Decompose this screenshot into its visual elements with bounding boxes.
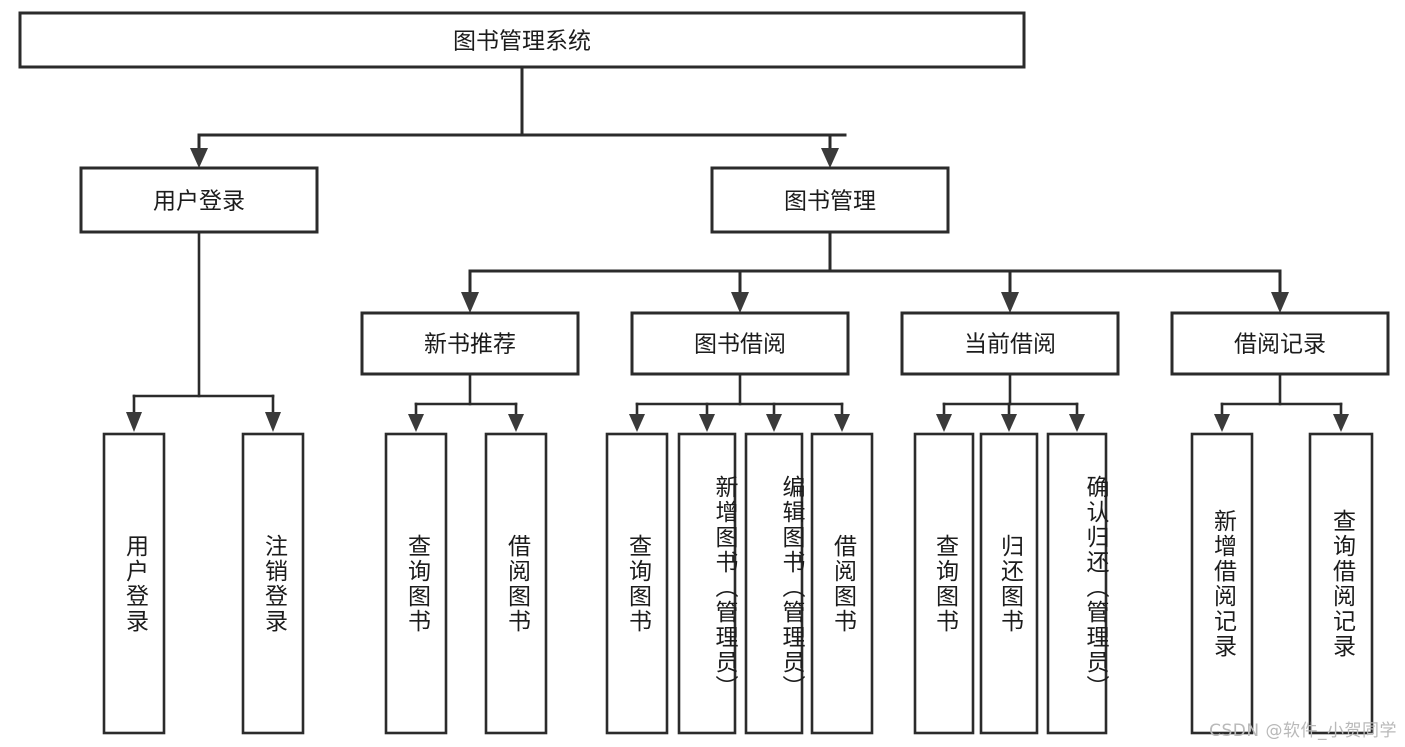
node-book-manage-box xyxy=(710,166,950,234)
arrow-head-book-manage xyxy=(821,148,839,168)
node-borrow-records-label: 借阅记录 xyxy=(1234,332,1326,358)
arrow-head-user-login xyxy=(190,148,208,168)
node-new-book-recommend-box xyxy=(360,311,580,376)
connector-group-new-book-recommend xyxy=(408,372,524,432)
connector-group-current-borrow xyxy=(936,372,1085,432)
node-leaf-query-book-borrow-box[interactable] xyxy=(605,432,669,735)
arrow-head-leaf-query-book-rec xyxy=(408,414,424,432)
node-new-book-recommend-label: 新书推荐 xyxy=(424,332,516,358)
node-leaf-logout-box[interactable] xyxy=(241,432,305,735)
connector-group-book-borrow xyxy=(629,372,850,432)
connector-group-book-manage xyxy=(461,230,1289,313)
node-user-login-box xyxy=(79,166,319,234)
arrow-head-borrow-records xyxy=(1271,292,1289,313)
node-leaf-return-book-box[interactable] xyxy=(979,432,1039,735)
arrow-head-leaf-borrow-book-rec xyxy=(508,414,524,432)
node-leaf-query-book-cur-box[interactable] xyxy=(913,432,975,735)
node-leaf-edit-book-box[interactable] xyxy=(744,432,804,735)
node-user-login[interactable]: 用户登录 xyxy=(79,166,319,234)
arrow-head-leaf-query-book-borrow xyxy=(629,414,645,432)
connector-group-root xyxy=(190,65,847,168)
node-borrow-records[interactable]: 借阅记录 xyxy=(1170,311,1390,376)
arrow-head-book-borrow xyxy=(731,292,749,313)
node-leaf-query-book-rec-box[interactable] xyxy=(384,432,448,735)
connector-group-user-login xyxy=(126,230,281,432)
arrow-head-leaf-logout xyxy=(265,412,281,432)
node-leaf-borrow-book-rec-box[interactable] xyxy=(484,432,548,735)
arrow-head-leaf-edit-book xyxy=(766,414,782,432)
node-leaf-add-book-box[interactable] xyxy=(677,432,737,735)
node-book-manage[interactable]: 图书管理 xyxy=(710,166,950,234)
node-new-book-recommend[interactable]: 新书推荐 xyxy=(360,311,580,376)
node-root-box xyxy=(18,11,1026,69)
node-leaf-user-login-box[interactable] xyxy=(102,432,166,735)
node-current-borrow-label: 当前借阅 xyxy=(964,332,1056,358)
node-book-borrow[interactable]: 图书借阅 xyxy=(630,311,850,376)
arrow-head-new-book-recommend xyxy=(461,292,479,313)
arrow-head-leaf-user-login xyxy=(126,412,142,432)
arrow-head-leaf-borrow-book xyxy=(834,414,850,432)
arrow-head-leaf-confirm-return xyxy=(1069,414,1085,432)
arrow-head-current-borrow xyxy=(1001,292,1019,313)
connector-group-borrow-records xyxy=(1214,372,1349,432)
node-borrow-records-box xyxy=(1170,311,1390,376)
node-book-manage-label: 图书管理 xyxy=(784,189,876,215)
arrow-head-leaf-add-record xyxy=(1214,414,1230,432)
node-leaf-query-record-box[interactable] xyxy=(1308,432,1374,735)
arrow-head-leaf-add-book xyxy=(699,414,715,432)
node-book-borrow-box xyxy=(630,311,850,376)
arrow-head-leaf-query-record xyxy=(1333,414,1349,432)
watermark-text: CSDN @软件_小贺同学 xyxy=(1209,721,1397,741)
node-leaf-borrow-book-box[interactable] xyxy=(810,432,874,735)
arrow-head-leaf-query-book-cur xyxy=(936,414,952,432)
node-root[interactable]: 图书管理系统 xyxy=(18,11,1026,69)
node-root-label: 图书管理系统 xyxy=(453,29,591,55)
node-user-login-label: 用户登录 xyxy=(153,189,245,215)
node-current-borrow-box xyxy=(900,311,1120,376)
node-current-borrow[interactable]: 当前借阅 xyxy=(900,311,1120,376)
node-leaf-confirm-return-box[interactable] xyxy=(1046,432,1108,735)
arrow-head-leaf-return-book xyxy=(1001,414,1017,432)
node-book-borrow-label: 图书借阅 xyxy=(694,332,786,358)
node-leaf-add-record-box[interactable] xyxy=(1190,432,1254,735)
